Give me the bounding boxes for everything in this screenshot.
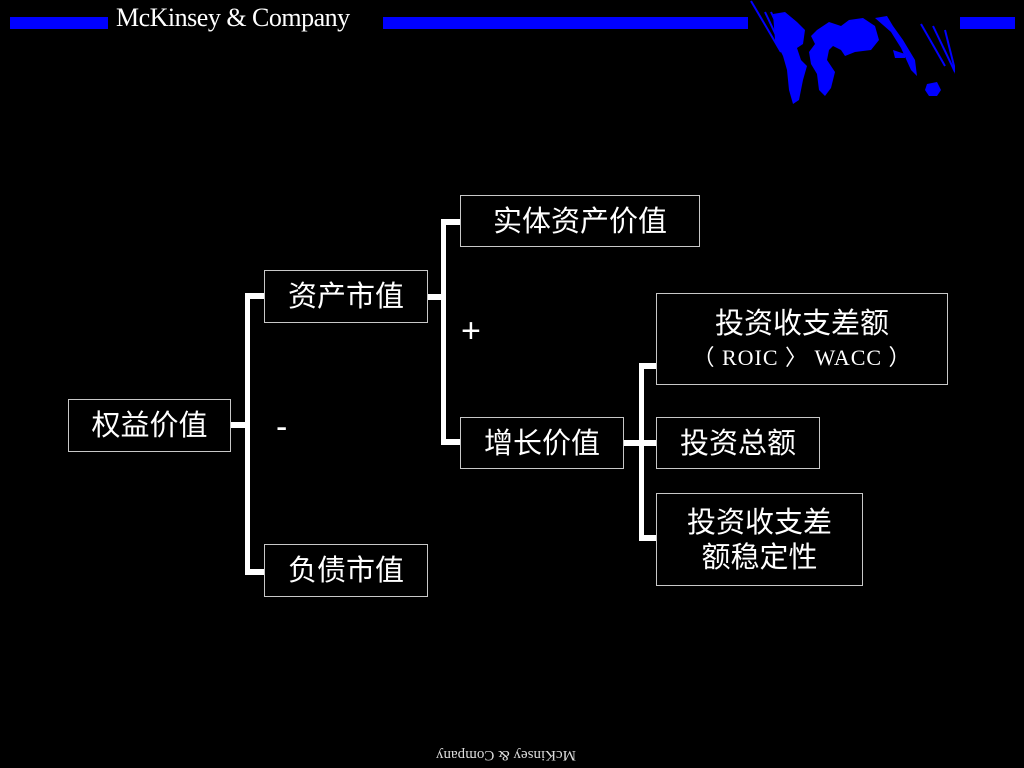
node-sublabel-roic-wacc: （ ROIC 〉 WACC ） (692, 345, 912, 371)
header-bar-middle (383, 17, 748, 29)
node-label: 投资总额 (679, 425, 796, 460)
node-label: 投资收支差额 (714, 306, 889, 341)
node-label: 资产市值 (287, 279, 404, 314)
node-investment-spread-stability: 投资收支差 额稳定性 (656, 493, 863, 586)
node-growth-value: 增长价值 (460, 417, 624, 469)
node-debt-market-value: 负债市值 (264, 544, 428, 597)
node-investment-spread: 投资收支差额 （ ROIC 〉 WACC ） (656, 293, 948, 385)
node-total-investment: 投资总额 (656, 417, 820, 469)
node-asset-market-value: 资产市值 (264, 270, 428, 323)
node-label: 实体资产价值 (492, 203, 667, 238)
connector (441, 219, 461, 225)
node-equity-value: 权益价值 (68, 399, 231, 452)
connector (245, 293, 265, 299)
node-label: 增长价值 (483, 425, 600, 460)
world-map-icon (750, 0, 955, 104)
connector (441, 219, 446, 445)
node-physical-asset-value: 实体资产价值 (460, 195, 700, 247)
connector (231, 422, 248, 428)
node-label-line2: 额稳定性 (701, 539, 818, 574)
node-label: 负债市值 (287, 553, 404, 588)
minus-operator: - (276, 408, 288, 446)
connector (639, 363, 644, 541)
connector (639, 535, 657, 541)
connector (441, 439, 461, 445)
brand-logo: McKinsey & Company (116, 3, 350, 32)
header-bar-left (10, 17, 108, 29)
connector (639, 363, 657, 369)
connector (245, 569, 265, 575)
node-label-line1: 投资收支差 (686, 504, 832, 539)
connector (245, 293, 250, 575)
connector (428, 294, 444, 300)
node-label: 权益价值 (91, 408, 208, 443)
plus-operator: + (461, 312, 481, 350)
footer-brand-mirrored: McKinsey & Company (436, 747, 576, 763)
header-bar-right (960, 17, 1015, 29)
